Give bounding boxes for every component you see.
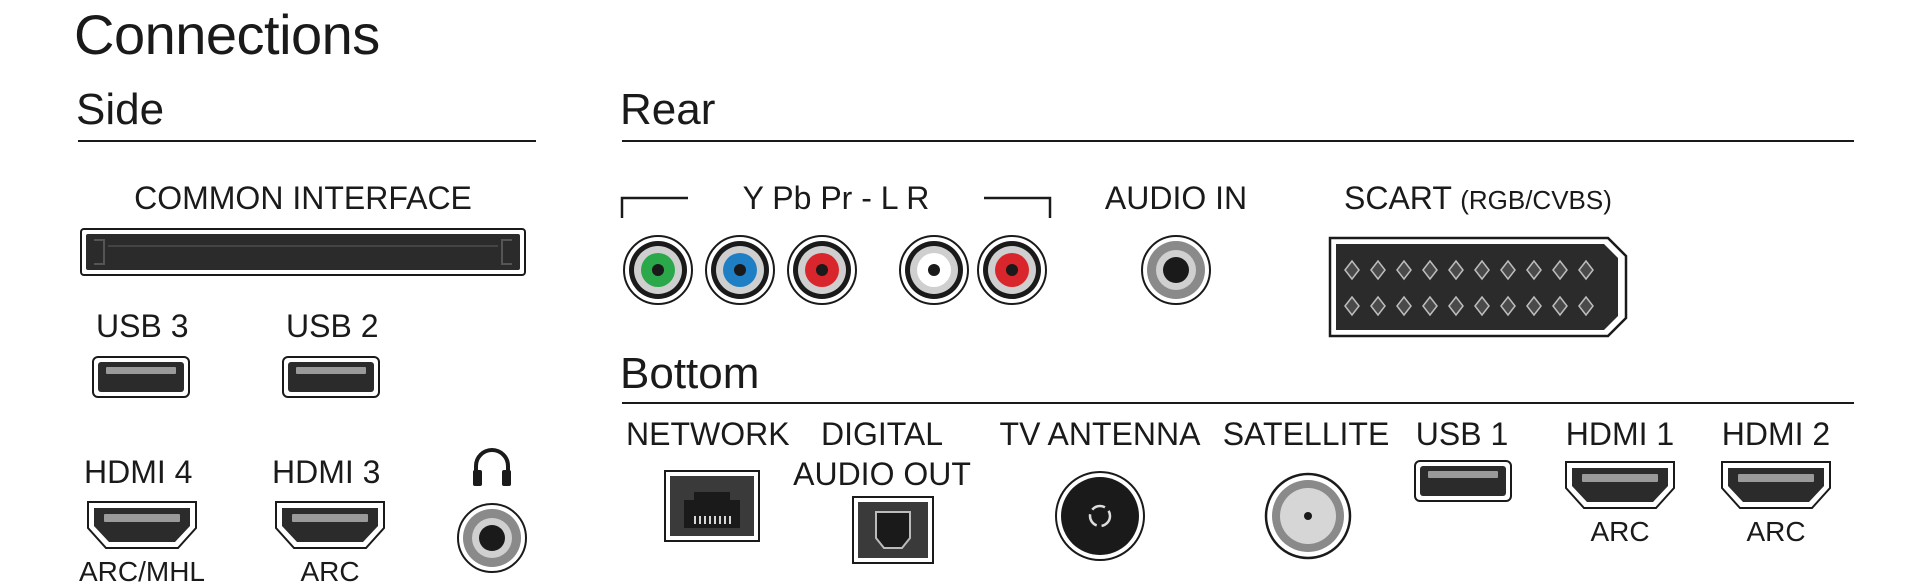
rca-audio-left-white-jack [899,235,969,305]
scart-pin [1552,295,1568,317]
digital-audio-out-label-line2: AUDIO OUT [793,456,971,492]
hdmi3-label: HDMI 3 [272,454,381,490]
scart-pin [1422,259,1438,281]
network-ethernet-port [664,470,760,542]
section-rear-heading: Rear [620,85,716,134]
scart-pin [1552,259,1568,281]
audio-in-label: AUDIO IN [1104,180,1248,216]
scart-pin [1422,295,1438,317]
usb3-label: USB 3 [96,308,189,344]
rca-y-green-jack [623,235,693,305]
scart-name: SCART [1344,180,1452,216]
usb3-port [92,356,190,398]
satellite-label: SATELLITE [1222,416,1390,452]
scart-pin [1526,295,1542,317]
scart-pin [1474,295,1490,317]
scart-pin [1448,295,1464,317]
scart-pin [1578,259,1594,281]
headphones-icon [473,448,511,486]
scart-pin [1526,259,1542,281]
usb2-port [282,356,380,398]
scart-pin [1500,295,1516,317]
hdmi1-sub-label: ARC [1590,516,1650,547]
scart-pin [1474,259,1490,281]
scart-pin [1396,295,1412,317]
usb1-label: USB 1 [1415,416,1509,452]
scart-pin [1578,295,1594,317]
hdmi2-label: HDMI 2 [1721,416,1831,452]
scart-pin [1396,259,1412,281]
hdmi1-label: HDMI 1 [1565,416,1675,452]
side-divider [78,140,536,142]
common-interface-slot [80,228,526,276]
audio-in-jack [1141,235,1211,305]
page-title: Connections [74,3,380,66]
tv-antenna-label: TV ANTENNA [999,416,1201,452]
scart-label: SCART (RGB/CVBS) [1344,182,1612,214]
satellite-port [1264,472,1352,560]
rca-pb-blue-jack [705,235,775,305]
scart-format: (RGB/CVBS) [1460,185,1612,215]
scart-port [1328,236,1628,338]
hdmi4-label: HDMI 4 [84,454,193,490]
usb2-label: USB 2 [286,308,379,344]
headphone-jack [457,503,527,573]
rear-divider [622,140,1854,142]
rca-audio-right-red-jack [977,235,1047,305]
section-side-heading: Side [76,85,165,134]
hdmi1-port [1565,461,1675,509]
hdmi3-port [275,501,385,549]
bottom-divider [622,402,1854,404]
tv-antenna-port [1055,471,1145,561]
component-bracket [620,196,1052,218]
scart-pin [1448,259,1464,281]
hdmi2-port [1721,461,1831,509]
hdmi2-sub-label: ARC [1746,516,1806,547]
scart-pin [1370,295,1386,317]
scart-pin [1370,259,1386,281]
section-bottom-heading: Bottom [620,349,760,398]
rca-pr-red-jack [787,235,857,305]
hdmi4-port [87,501,197,549]
hdmi3-sub-label: ARC [300,556,360,587]
hdmi4-sub-label: ARC/MHL [78,556,206,587]
scart-pin [1500,259,1516,281]
usb1-port [1414,460,1512,502]
digital-audio-out-label-line1: DIGITAL [820,416,944,452]
digital-audio-optical-port [852,496,934,564]
common-interface-label: COMMON INTERFACE [134,180,472,216]
component-audio-label: Y Pb Pr - L R [742,180,930,216]
scart-pins [1344,259,1594,317]
scart-pin [1344,295,1360,317]
scart-pin [1344,259,1360,281]
network-label: NETWORK [626,416,790,452]
